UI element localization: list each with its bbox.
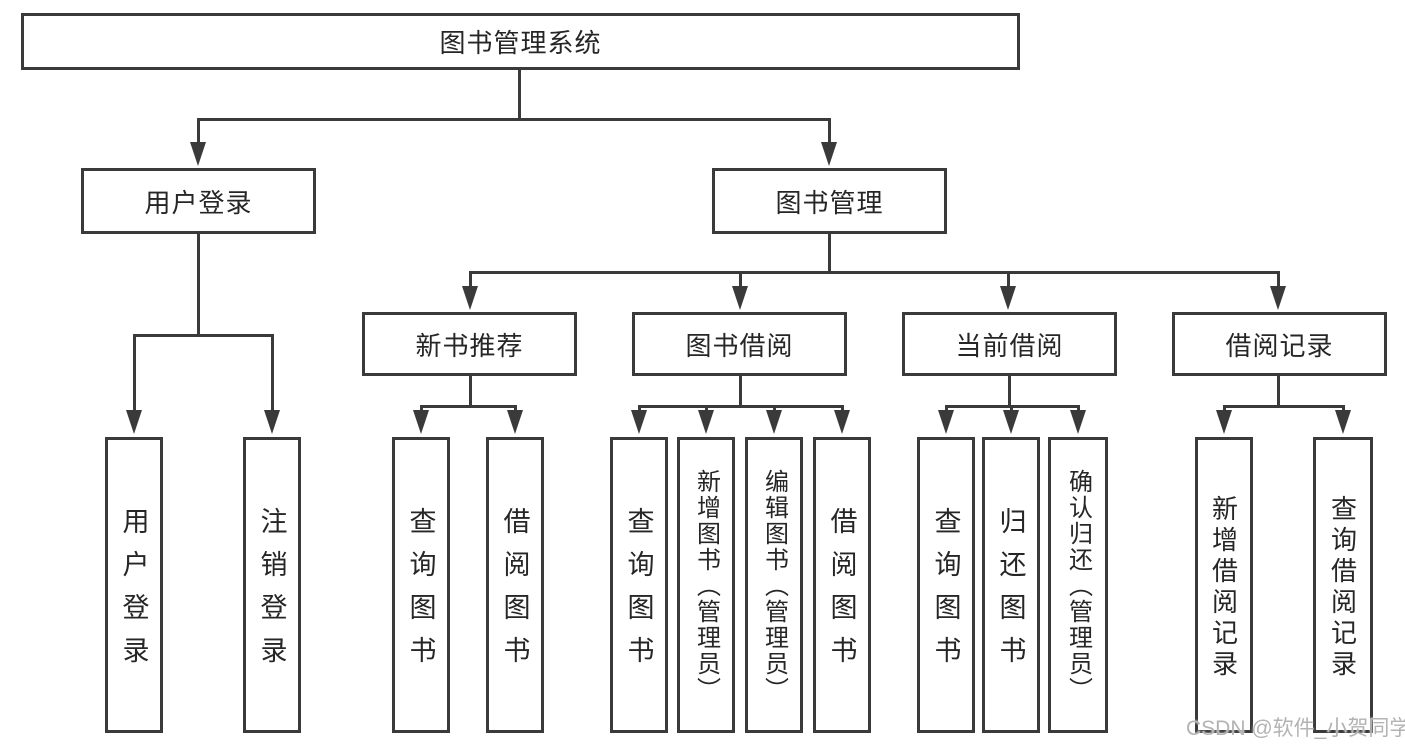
arrowhead-user-login: [190, 142, 206, 166]
node-leaf-label: 查询图书: [930, 507, 961, 679]
node-leaf-query-books-recommend: 查询图书: [392, 437, 450, 733]
arrowhead-group: [462, 286, 478, 310]
arrowhead-leaf: [698, 410, 714, 434]
node-leaf-label: 借阅图书: [499, 507, 530, 679]
node-book-borrow-label: 图书借阅: [685, 330, 794, 361]
node-leaf-user-login: 用户登录: [105, 437, 163, 733]
arrowhead-book-mgmt: [821, 142, 837, 166]
node-leaf-borrow-books-recommend: 借阅图书: [486, 437, 544, 733]
connector-leaf-hline: [638, 405, 844, 408]
connector-group-drop: [1277, 271, 1280, 291]
node-leaf-add-borrow-record: 新增借阅记录: [1195, 437, 1253, 733]
node-user-login-label: 用户登录: [144, 187, 253, 218]
arrowhead-leaf: [766, 410, 782, 434]
node-borrow-records-label: 借阅记录: [1225, 330, 1334, 361]
arrowhead-leaf: [631, 410, 647, 434]
node-leaf-label: 新增借阅记录: [1208, 494, 1239, 681]
node-leaf-label: 新增图书（管理员）: [692, 469, 720, 703]
node-current-borrow-label: 当前借阅: [955, 330, 1064, 361]
node-new-book-recommend: 新书推荐: [362, 312, 577, 376]
node-leaf-add-book-admin: 新增图书（管理员）: [677, 437, 735, 733]
arrowhead-group: [1270, 286, 1286, 310]
connector-group-drop: [469, 271, 472, 291]
connector-user-login-drop: [197, 118, 200, 150]
arrowhead-leaf: [1335, 410, 1351, 434]
arrowhead-leaf: [264, 410, 280, 434]
watermark: CSDN @软件_小贺同学: [1186, 717, 1405, 740]
arrowhead-leaf: [126, 410, 142, 434]
connector-group-drop: [739, 271, 742, 291]
node-leaf-label: 查询借阅记录: [1327, 494, 1358, 681]
node-leaf-logout: 注销登录: [243, 437, 301, 733]
node-root: 图书管理系统: [21, 13, 1020, 70]
connector-group-stem: [739, 374, 742, 408]
node-new-book-recommend-label: 新书推荐: [415, 330, 524, 361]
arrowhead-leaf: [834, 410, 850, 434]
connector-user-login-hline: [133, 334, 274, 337]
node-borrow-records: 借阅记录: [1172, 312, 1387, 376]
arrowhead-leaf: [1070, 410, 1086, 434]
node-leaf-label: 查询图书: [623, 507, 654, 679]
arrowhead-leaf: [507, 410, 523, 434]
connector-level2-hline: [197, 118, 831, 121]
connector-group-stem: [469, 374, 472, 408]
connector-leaf-drop: [133, 334, 136, 412]
node-leaf-query-books-borrow: 查询图书: [610, 437, 668, 733]
node-book-borrow: 图书借阅: [632, 312, 847, 376]
node-leaf-label: 查询图书: [405, 507, 436, 679]
node-leaf-query-borrow-record: 查询借阅记录: [1313, 437, 1373, 733]
node-book-management: 图书管理: [712, 168, 947, 234]
connector-leaf-drop: [271, 334, 274, 412]
connector-group-drop: [1007, 271, 1010, 291]
node-leaf-label: 归还图书: [995, 507, 1026, 679]
connector-group-stem: [1008, 374, 1011, 408]
arrowhead-leaf: [1216, 410, 1232, 434]
node-leaf-label: 确认归还（管理员）: [1064, 469, 1092, 703]
node-leaf-label: 注销登录: [256, 507, 287, 679]
node-leaf-borrow-books: 借阅图书: [813, 437, 871, 733]
node-leaf-edit-book-admin: 编辑图书（管理员）: [745, 437, 803, 733]
node-leaf-query-books-current: 查询图书: [917, 437, 975, 733]
connector-root-stem: [518, 69, 521, 121]
connector-leaf-hline: [1223, 405, 1345, 408]
arrowhead-group: [1000, 286, 1016, 310]
node-user-login: 用户登录: [81, 168, 316, 234]
node-book-management-label: 图书管理: [775, 187, 884, 218]
connector-level3-hline: [469, 271, 1280, 274]
connector-user-login-stem: [197, 233, 200, 336]
arrowhead-group: [732, 286, 748, 310]
node-root-label: 图书管理系统: [439, 28, 602, 58]
node-leaf-label: 借阅图书: [826, 507, 857, 679]
node-leaf-label: 编辑图书（管理员）: [760, 469, 788, 703]
connector-book-mgmt-drop: [828, 118, 831, 150]
arrowhead-leaf: [938, 410, 954, 434]
node-leaf-return-book: 归还图书: [982, 437, 1040, 733]
connector-leaf-hline: [420, 405, 517, 408]
connector-book-mgmt-stem: [828, 233, 831, 274]
arrowhead-leaf: [1003, 410, 1019, 434]
node-current-borrow: 当前借阅: [902, 312, 1117, 376]
connector-group-stem: [1277, 374, 1280, 408]
arrowhead-leaf: [413, 410, 429, 434]
node-leaf-confirm-return-admin: 确认归还（管理员）: [1048, 437, 1108, 733]
node-leaf-label: 用户登录: [118, 507, 149, 679]
